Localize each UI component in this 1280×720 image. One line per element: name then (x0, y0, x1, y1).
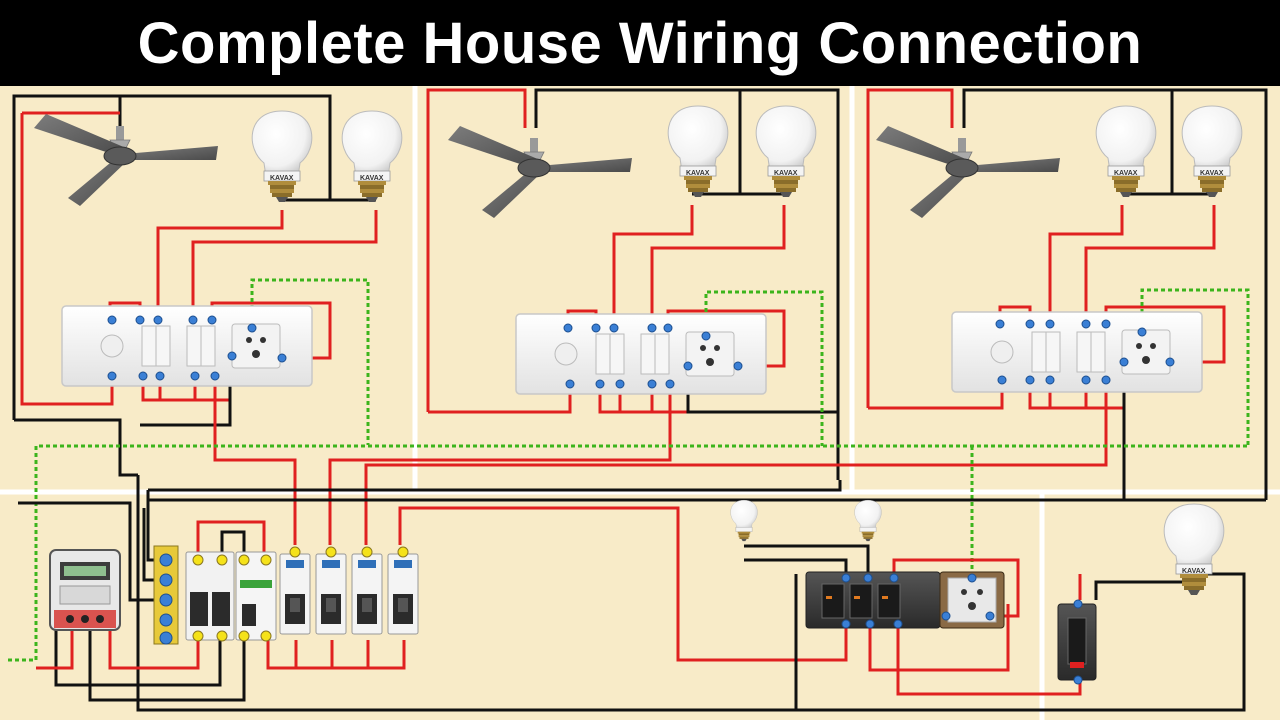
rccb (235, 551, 277, 642)
busbar (153, 545, 179, 645)
room-4 (730, 499, 1005, 629)
mcb-3 (351, 553, 383, 635)
svg-text:KAVAX: KAVAX (774, 170, 798, 177)
room-3: KAVAX KAVAX (364, 88, 1268, 545)
room-1: KAVAX KAVAX (12, 94, 403, 545)
earth-bus (8, 444, 1248, 662)
ceiling-fan-2 (447, 125, 633, 219)
svg-text:KAVAX: KAVAX (1200, 170, 1224, 177)
svg-text:KAVAX: KAVAX (270, 175, 294, 182)
svg-text:KAVAX: KAVAX (1114, 170, 1138, 177)
bulb-2b: KAVAX (755, 105, 817, 198)
distribution (18, 475, 1246, 712)
terminals-1 (107, 315, 287, 381)
page-title: Complete House Wiring Connection (137, 10, 1143, 76)
bulb-1a: KAVAX (251, 110, 313, 203)
mcb-2 (315, 553, 347, 635)
switchboard-3 (951, 311, 1203, 393)
energy-meter (49, 549, 121, 631)
bulb-4b (854, 499, 882, 542)
mcb-1 (279, 553, 311, 635)
ceiling-fan-1 (33, 113, 219, 207)
svg-text:KAVAX: KAVAX (1182, 568, 1206, 575)
svg-text:KAVAX: KAVAX (686, 170, 710, 177)
svg-text:KAVAX: KAVAX (360, 175, 384, 182)
mcb-terminals (289, 546, 409, 558)
ceiling-fan-3 (875, 125, 1061, 219)
switchboard-2 (515, 313, 767, 395)
mcb-4 (387, 553, 419, 635)
terminals-3 (995, 319, 1175, 385)
switch-5 (1057, 599, 1097, 685)
bulb-5: KAVAX (1163, 503, 1225, 596)
wiring-diagram: KAVAX KAVAX KAVAX (0, 86, 1280, 720)
bulb-1b: KAVAX (341, 110, 403, 203)
title-bar: Complete House Wiring Connection (0, 0, 1280, 86)
double-pole-mcb (185, 551, 235, 642)
bulb-3a: KAVAX (1095, 105, 1157, 198)
room-dividers (0, 86, 1280, 720)
bulb-2a: KAVAX (667, 105, 729, 198)
switchboard-1 (61, 305, 313, 387)
bulb-4a (730, 499, 758, 542)
bulb-3b: KAVAX (1181, 105, 1243, 198)
room-5: KAVAX (1057, 503, 1225, 685)
room-2: KAVAX KAVAX (328, 88, 840, 545)
terminals-2 (563, 323, 743, 389)
